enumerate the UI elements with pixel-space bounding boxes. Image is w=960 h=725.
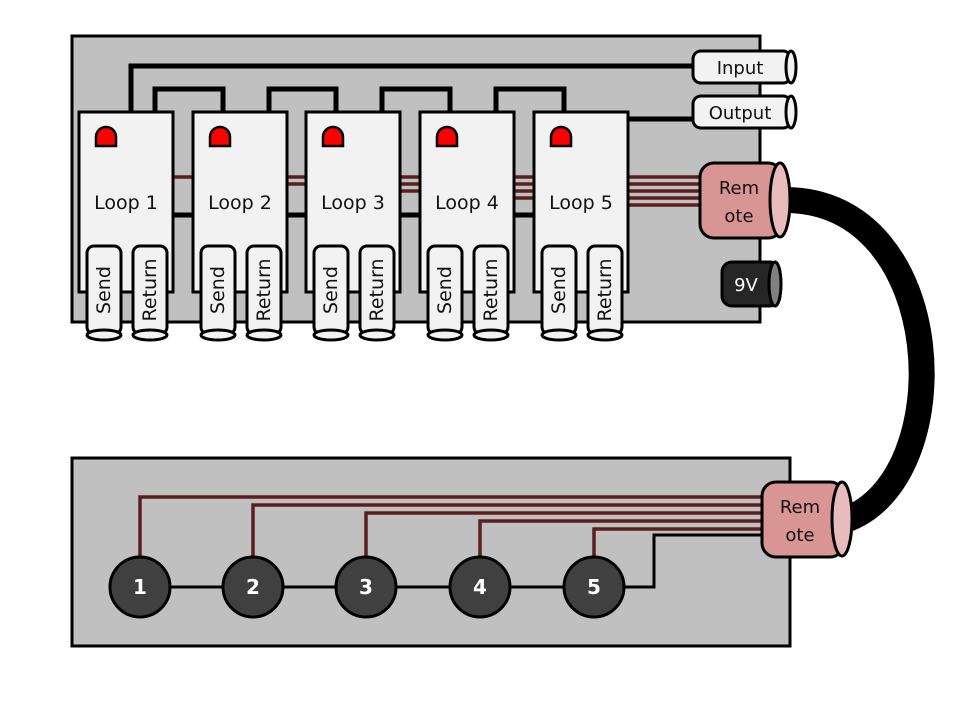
remote-jack-bottom[interactable]: Rem ote — [760, 480, 854, 559]
loop-send-label: Send — [548, 266, 570, 314]
loop-return-jack[interactable]: Return — [586, 244, 624, 342]
loop-send-jack[interactable]: Send — [85, 244, 123, 342]
footswitch-5[interactable]: 5 — [562, 555, 626, 619]
loop-bridge-wire — [152, 86, 226, 112]
input-jack-label: Input — [717, 58, 764, 79]
footswitch-4[interactable]: 4 — [448, 555, 512, 619]
loop-module-2[interactable]: Loop 2 — [191, 110, 289, 294]
footswitch-signal-wire — [251, 503, 770, 560]
loop-module-1[interactable]: Loop 1 — [77, 110, 175, 294]
footswitch-3[interactable]: 3 — [334, 555, 398, 619]
footswitch-1[interactable]: 1 — [108, 555, 172, 619]
loop-return-label: Return — [253, 258, 275, 321]
loop-return-jack[interactable]: Return — [472, 244, 510, 342]
footswitch-number: 2 — [246, 575, 260, 599]
loop-bridge-wire — [493, 86, 567, 112]
loop-send-jack[interactable]: Send — [199, 244, 237, 342]
loop-return-label: Return — [480, 258, 502, 321]
loop-label: Loop 1 — [94, 192, 158, 214]
loop-send-label: Send — [320, 266, 342, 314]
loop-label: Loop 4 — [435, 192, 499, 214]
power-jack[interactable]: 9V — [720, 260, 783, 308]
power-jack-label: 9V — [734, 275, 758, 296]
loop-return-jack[interactable]: Return — [358, 244, 396, 342]
output-jack-label: Output — [709, 103, 772, 124]
footswitch-signal-wire — [592, 527, 770, 560]
input-jack[interactable]: Input — [691, 49, 798, 85]
led-indicator-icon — [208, 125, 232, 148]
led-indicator-icon — [94, 125, 118, 148]
remote-jack-top-label-1: Rem — [719, 178, 759, 199]
loop-send-label: Send — [93, 266, 115, 314]
loop-send-jack[interactable]: Send — [426, 244, 464, 342]
footswitch-signal-wire — [138, 495, 770, 560]
loop-label: Loop 5 — [549, 192, 613, 214]
remote-jack-top[interactable]: Rem ote — [698, 161, 792, 240]
loop-send-label: Send — [434, 266, 456, 314]
remote-cable — [784, 187, 935, 533]
footswitch-number: 3 — [359, 575, 373, 599]
loop-send-jack[interactable]: Send — [312, 244, 350, 342]
footswitch-signal-wire — [364, 511, 770, 560]
led-indicator-icon — [549, 125, 573, 148]
remote-jack-bottom-label-2: ote — [785, 525, 814, 546]
footswitch-number: 4 — [473, 575, 487, 599]
loop-return-jack[interactable]: Return — [245, 244, 283, 342]
loop-send-jack[interactable]: Send — [540, 244, 578, 342]
footswitch-board — [70, 456, 792, 648]
loop-bridge-wire — [379, 86, 453, 112]
loop-label: Loop 2 — [208, 192, 272, 214]
led-indicator-icon — [435, 125, 459, 148]
loop-return-label: Return — [139, 258, 161, 321]
loop-return-label: Return — [594, 258, 616, 321]
remote-jack-top-label-2: ote — [724, 206, 753, 227]
output-jack[interactable]: Output — [691, 94, 798, 130]
loop-return-label: Return — [366, 258, 388, 321]
remote-jack-bottom-label-1: Rem — [780, 497, 820, 518]
loop-send-label: Send — [207, 266, 229, 314]
loop-board — [70, 34, 762, 324]
footswitch-2[interactable]: 2 — [221, 555, 285, 619]
loop-return-jack[interactable]: Return — [131, 244, 169, 342]
input-wire — [128, 63, 700, 112]
loop-bridge-wire — [266, 86, 339, 112]
footswitch-number: 5 — [587, 575, 601, 599]
led-indicator-icon — [321, 125, 345, 148]
footswitch-signal-wire — [478, 519, 770, 560]
footswitch-number: 1 — [133, 575, 147, 599]
loop-label: Loop 3 — [321, 192, 385, 214]
